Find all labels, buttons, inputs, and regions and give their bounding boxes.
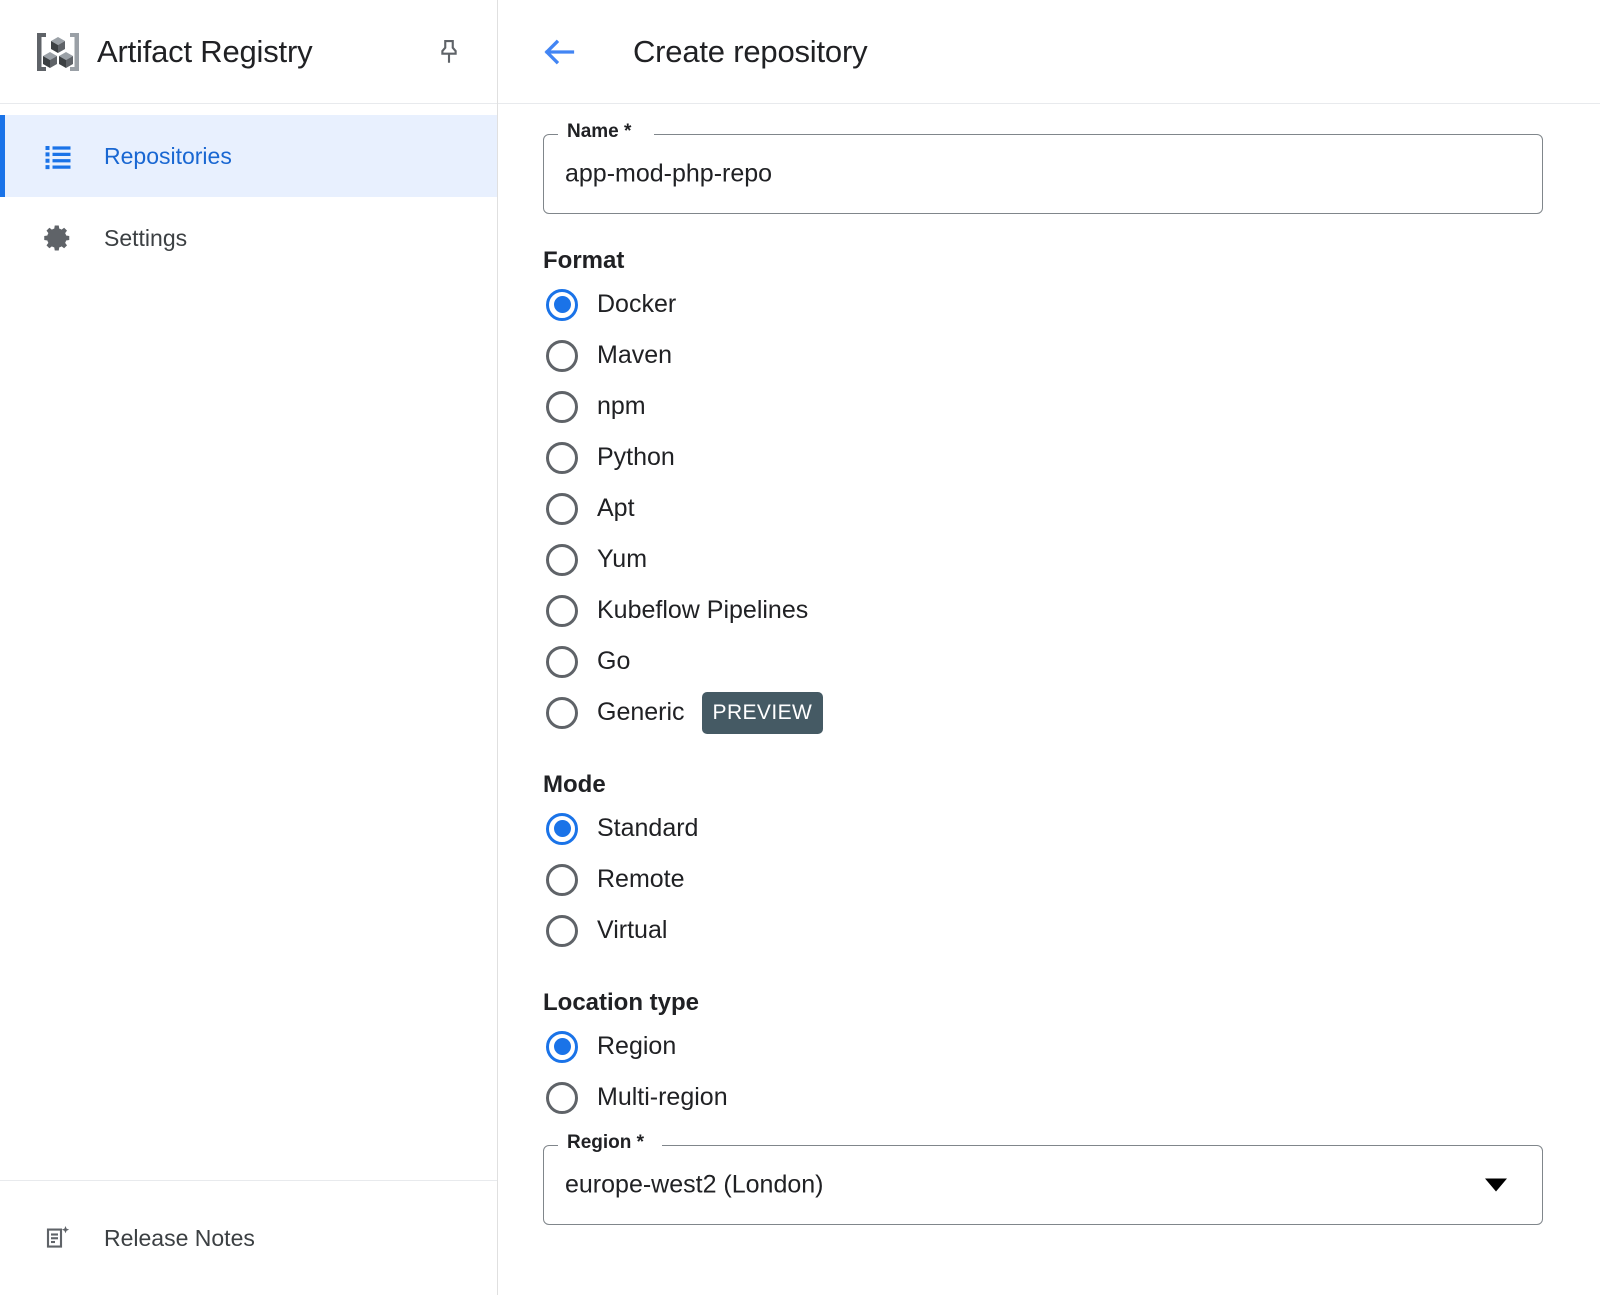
mode-option-virtual[interactable]: Virtual	[543, 905, 681, 956]
page-header: Create repository	[498, 0, 1600, 104]
name-field-box	[543, 134, 1543, 214]
sidebar-item-label: Repositories	[104, 142, 232, 169]
radio-icon	[546, 441, 578, 474]
format-option-generic[interactable]: Generic PREVIEW	[543, 687, 837, 738]
radio-icon	[546, 288, 578, 321]
location-type-option-region[interactable]: Region	[543, 1021, 690, 1072]
name-field-label: Name *	[563, 121, 636, 143]
radio-icon	[546, 914, 578, 947]
format-group-title: Format	[543, 247, 625, 274]
radio-icon	[546, 339, 578, 372]
name-field-value: app-mod-php-repo	[565, 159, 773, 188]
sidebar-header: Artifact Registry	[0, 0, 497, 104]
release-notes-item[interactable]: Release Notes	[0, 1180, 497, 1295]
mode-group-title: Mode	[543, 771, 606, 798]
radio-label: Docker	[597, 290, 677, 318]
repository-form: Name * app-mod-php-repo Format Docker Ma…	[498, 104, 1600, 1295]
gear-icon	[42, 222, 74, 254]
radio-label: Kubeflow Pipelines	[597, 596, 809, 624]
format-option-yum[interactable]: Yum	[543, 534, 661, 585]
format-radio-group: Docker Maven npm Python Apt	[543, 279, 1600, 738]
page-title: Create repository	[633, 33, 868, 69]
mode-option-remote[interactable]: Remote	[543, 854, 699, 905]
location-type-group-title: Location type	[543, 989, 700, 1016]
radio-icon	[546, 492, 578, 525]
product-title: Artifact Registry	[97, 33, 313, 69]
radio-label: Go	[597, 647, 631, 675]
location-type-option-multi-region[interactable]: Multi-region	[543, 1072, 742, 1123]
sidebar: Artifact Registry	[0, 0, 498, 1295]
region-select-value: europe-west2 (London)	[565, 1170, 824, 1199]
radio-label: Virtual	[597, 916, 668, 944]
region-select[interactable]: Region * europe-west2 (London)	[543, 1132, 1543, 1225]
radio-label: Remote	[597, 865, 685, 893]
format-option-python[interactable]: Python	[543, 432, 689, 483]
radio-label: Python	[597, 443, 675, 471]
name-field[interactable]: Name * app-mod-php-repo	[543, 121, 1543, 214]
sidebar-item-label: Settings	[104, 224, 188, 251]
release-notes-label: Release Notes	[104, 1224, 255, 1251]
format-option-maven[interactable]: Maven	[543, 330, 686, 381]
release-notes-icon	[42, 1222, 74, 1254]
radio-label: Region	[597, 1032, 677, 1060]
radio-label: Multi-region	[597, 1083, 728, 1111]
radio-icon	[546, 543, 578, 576]
format-option-docker[interactable]: Docker	[543, 279, 690, 330]
chevron-down-icon[interactable]	[1485, 1178, 1507, 1192]
radio-label: Maven	[597, 341, 673, 369]
radio-icon	[546, 1030, 578, 1063]
radio-label: Generic	[597, 698, 685, 726]
radio-icon	[546, 812, 578, 845]
radio-icon	[546, 594, 578, 627]
sidebar-nav: Repositories Settings	[0, 104, 497, 1180]
back-arrow-icon[interactable]	[535, 28, 583, 76]
location-type-radio-group: Region Multi-region	[543, 1021, 1600, 1123]
region-select-box	[543, 1145, 1543, 1225]
region-select-label: Region *	[563, 1132, 649, 1154]
list-icon	[42, 140, 74, 172]
mode-radio-group: Standard Remote Virtual	[543, 803, 1600, 956]
preview-badge: PREVIEW	[701, 691, 824, 734]
main-content: Create repository Name * app-mod-php-rep…	[498, 0, 1600, 1295]
radio-label: npm	[597, 392, 646, 420]
radio-icon	[546, 1081, 578, 1114]
sidebar-item-settings[interactable]: Settings	[0, 197, 497, 279]
radio-icon	[546, 696, 578, 729]
pin-icon[interactable]	[425, 28, 473, 76]
format-option-npm[interactable]: npm	[543, 381, 660, 432]
radio-label: Standard	[597, 814, 699, 842]
radio-icon	[546, 390, 578, 423]
artifact-registry-logo-icon	[30, 24, 86, 80]
radio-icon	[546, 863, 578, 896]
radio-label: Yum	[597, 545, 648, 573]
format-option-apt[interactable]: Apt	[543, 483, 649, 534]
mode-option-standard[interactable]: Standard	[543, 803, 712, 854]
sidebar-item-repositories[interactable]: Repositories	[0, 115, 497, 197]
radio-label: Apt	[597, 494, 635, 522]
format-option-kubeflow-pipelines[interactable]: Kubeflow Pipelines	[543, 585, 822, 636]
format-option-go[interactable]: Go	[543, 636, 644, 687]
radio-icon	[546, 645, 578, 678]
